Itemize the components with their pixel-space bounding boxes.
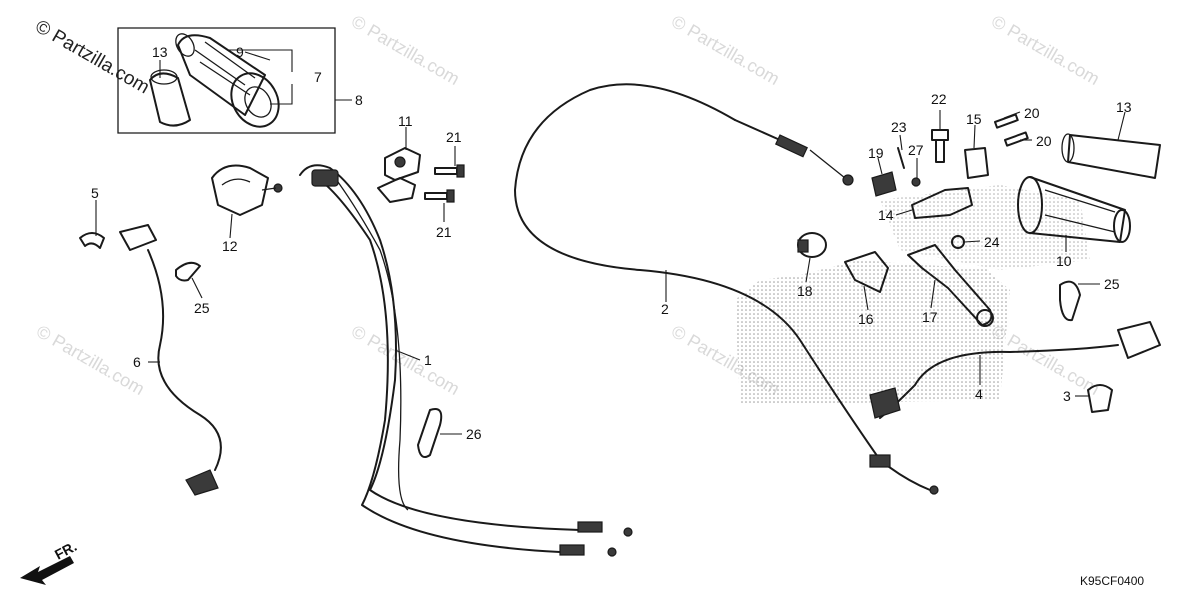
part-5-clamp[interactable] bbox=[79, 232, 105, 249]
callout-16: 16 bbox=[858, 311, 874, 327]
part-16-lever-perch[interactable] bbox=[844, 251, 889, 293]
arrow-icon bbox=[20, 556, 74, 585]
part-3-clamp[interactable] bbox=[1087, 384, 1113, 413]
callout-23: 23 bbox=[891, 119, 907, 135]
direction-label: FR. bbox=[52, 538, 79, 563]
part-20-bolt[interactable] bbox=[1004, 131, 1029, 147]
part-13-grip-cover-left[interactable] bbox=[149, 69, 191, 127]
callout-10: 10 bbox=[1056, 253, 1072, 269]
part-25-cable-tie[interactable] bbox=[1059, 280, 1081, 322]
part-9-throttle-grip[interactable] bbox=[172, 31, 288, 136]
callout-20: 20 bbox=[1036, 133, 1052, 149]
callout-15: 15 bbox=[966, 111, 982, 127]
part-18-switch[interactable] bbox=[797, 232, 827, 258]
watermark: © Partzilla.com bbox=[348, 11, 463, 89]
callout-8: 8 bbox=[355, 92, 363, 108]
part-19-adjuster[interactable] bbox=[871, 171, 897, 197]
callout-26: 26 bbox=[466, 426, 482, 442]
callout-1: 1 bbox=[424, 352, 432, 368]
callout-6: 6 bbox=[133, 354, 141, 370]
callout-labels: 13 9 7 8 11 21 21 5 12 25 6 1 26 2 22 23… bbox=[91, 44, 1132, 442]
callout-13: 13 bbox=[1116, 99, 1132, 115]
part-2-clutch-cable[interactable] bbox=[514, 83, 939, 495]
part-23-screw[interactable] bbox=[897, 147, 905, 169]
part-22-pivot-bolt[interactable] bbox=[931, 129, 949, 163]
part-10-grip[interactable] bbox=[1017, 176, 1131, 243]
dot-pattern bbox=[880, 185, 1090, 270]
callout-4: 4 bbox=[975, 386, 983, 402]
callout-22: 22 bbox=[931, 91, 947, 107]
callout-11: 11 bbox=[398, 113, 413, 129]
callout-21: 21 bbox=[436, 224, 452, 240]
callout-13: 13 bbox=[152, 44, 168, 60]
diagram-code: K95CF0400 bbox=[1080, 574, 1144, 588]
callout-3: 3 bbox=[1063, 388, 1071, 404]
callout-14: 14 bbox=[878, 207, 894, 223]
callout-9: 9 bbox=[236, 44, 244, 60]
callout-12: 12 bbox=[222, 238, 238, 254]
watermark: © Partzilla.com bbox=[988, 11, 1103, 89]
honda-wing-background bbox=[735, 260, 1010, 405]
part-26-band[interactable] bbox=[417, 408, 443, 458]
part-25-cable-tie[interactable] bbox=[175, 261, 201, 282]
callout-20: 20 bbox=[1024, 105, 1040, 121]
callout-17: 17 bbox=[922, 309, 938, 325]
part-27-nut[interactable] bbox=[911, 177, 921, 187]
watermark: © Partzilla.com bbox=[348, 321, 463, 399]
part-15-plate[interactable] bbox=[964, 147, 989, 179]
watermark: © Partzilla.com bbox=[33, 321, 148, 399]
part-14-clutch-lever-holder[interactable] bbox=[911, 187, 973, 219]
front-direction-indicator: FR. bbox=[20, 538, 79, 585]
callout-2: 2 bbox=[661, 301, 669, 317]
part-1-throttle-cable[interactable] bbox=[299, 164, 633, 557]
callout-18: 18 bbox=[797, 283, 813, 299]
kit-box-outline bbox=[117, 27, 336, 134]
part-13-grip-cover-right[interactable] bbox=[1061, 133, 1161, 179]
leader-lines bbox=[95, 49, 1126, 435]
part-12-throttle-housing[interactable] bbox=[211, 164, 283, 216]
callout-21: 21 bbox=[446, 129, 462, 145]
callout-19: 19 bbox=[868, 145, 884, 161]
callout-25: 25 bbox=[1104, 276, 1120, 292]
callout-5: 5 bbox=[91, 185, 99, 201]
part-21-bolt[interactable] bbox=[434, 164, 465, 178]
callout-24: 24 bbox=[984, 234, 1000, 250]
part-20-bolt[interactable] bbox=[994, 113, 1019, 129]
part-17-clutch-lever[interactable] bbox=[907, 244, 994, 327]
callout-27: 27 bbox=[908, 142, 924, 158]
callout-7: 7 bbox=[314, 69, 322, 85]
part-21-bolt[interactable] bbox=[424, 189, 455, 203]
part-4-switch-harness[interactable] bbox=[869, 321, 1161, 419]
callout-25: 25 bbox=[194, 300, 210, 316]
part-11-lever-bracket[interactable] bbox=[377, 147, 421, 203]
watermark: © Partzilla.com bbox=[668, 11, 783, 89]
part-6-switch-harness[interactable] bbox=[119, 224, 222, 496]
